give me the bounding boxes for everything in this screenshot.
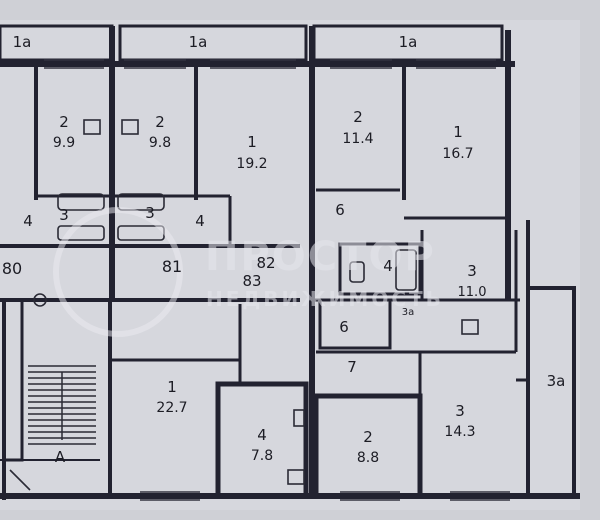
- sink-left: [57, 225, 105, 241]
- balcony-label: 1а: [13, 33, 32, 51]
- room-number: 4: [23, 212, 33, 230]
- walls: [0, 24, 580, 500]
- room-number: 4: [383, 257, 393, 275]
- room-number: 3: [467, 262, 477, 280]
- room-number: 3: [145, 204, 155, 222]
- room-number: 7: [347, 358, 357, 376]
- room-number: 2: [59, 113, 69, 131]
- bathtub-mid: [117, 193, 165, 211]
- radiator-icon: [121, 119, 139, 135]
- room-number: 2: [155, 113, 165, 131]
- plan-area: [0, 20, 580, 510]
- room-number: 2: [363, 428, 373, 446]
- apartment-number: 83: [242, 272, 261, 290]
- watermark-line2: НЕДВИЖИМОСТЬ: [206, 287, 444, 311]
- room-area: 8.8: [357, 450, 379, 466]
- radiator-icon: [461, 319, 479, 335]
- room-area: 22.7: [156, 400, 187, 416]
- room-area: 16.7: [442, 146, 473, 162]
- room-area: 14.3: [444, 424, 475, 440]
- windows: [44, 59, 510, 501]
- bathtub-right: [395, 249, 417, 291]
- room-number: 4: [195, 212, 205, 230]
- balcony-label: 1а: [399, 33, 418, 51]
- apartment-number: 81: [162, 257, 182, 276]
- chute-icon: [33, 293, 47, 307]
- room-number: 3а: [402, 307, 415, 318]
- bathtub-left: [57, 193, 105, 211]
- room-number: 1: [167, 378, 177, 396]
- room-number: 4: [257, 426, 267, 444]
- room-area: 7.8: [251, 448, 273, 464]
- room-number: 1: [247, 133, 257, 151]
- room-number: 3а: [547, 372, 566, 390]
- radiator-icon: [287, 469, 305, 485]
- watermark: ПРОСТОР НЕДВИЖИМОСТЬ: [53, 207, 444, 337]
- room-area: 19.2: [236, 156, 267, 172]
- room-number: 1: [453, 123, 463, 141]
- apartment-number: 80: [2, 259, 22, 278]
- room-area: 9.9: [53, 135, 75, 151]
- room-number: 6: [335, 201, 345, 219]
- apartment-number: 82: [256, 254, 275, 272]
- stair-treads: [28, 365, 96, 445]
- labels: 1а 1а 1а 2 9.9 2 9.8 1 19.2 2 11.4 1 16.…: [2, 33, 566, 466]
- room-number: 6: [339, 318, 349, 336]
- watermark-line1: ПРОСТОР: [205, 234, 436, 280]
- stair-label: А: [55, 448, 66, 466]
- toilet-right: [349, 261, 365, 283]
- room-number: 2: [353, 108, 363, 126]
- room-area: 11.0: [458, 285, 487, 300]
- meter-icon: [293, 409, 305, 427]
- room-area: 9.8: [149, 135, 171, 151]
- room-area: 11.4: [342, 131, 373, 147]
- room-number: 3: [455, 402, 465, 420]
- balcony-label: 1а: [189, 33, 208, 51]
- radiator-icon: [83, 119, 101, 135]
- room-number: 3: [59, 206, 69, 224]
